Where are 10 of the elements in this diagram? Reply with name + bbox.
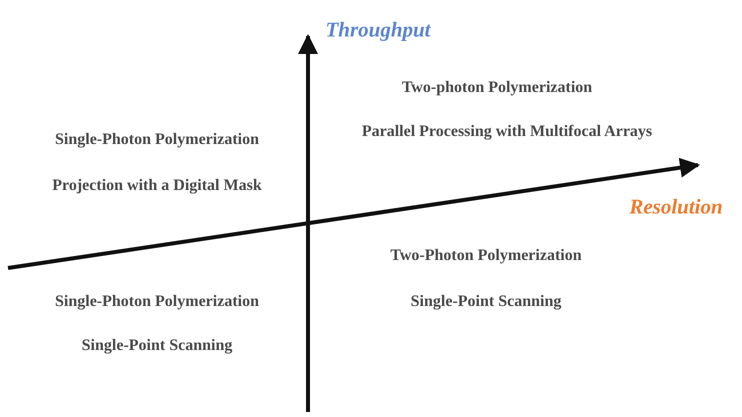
axis-title: Throughput <box>325 18 431 42</box>
axis-title: Resolution <box>629 194 723 220</box>
quadrant-label: Parallel Processing with Multifocal Arrays <box>362 123 652 141</box>
quadrant-label: Projection with a Digital Mask <box>52 177 262 195</box>
quadrant-label: Two-Photon Polymerization <box>390 247 582 265</box>
quadrant-label: Two-photon Polymerization <box>402 79 592 97</box>
quadrant-label: Single-Photon Polymerization <box>55 293 259 311</box>
quadrant-label: Single-Point Scanning <box>82 337 232 355</box>
quadrant-label: Single-Photon Polymerization <box>55 131 259 149</box>
quadrant-label: Single-Point Scanning <box>410 293 562 311</box>
